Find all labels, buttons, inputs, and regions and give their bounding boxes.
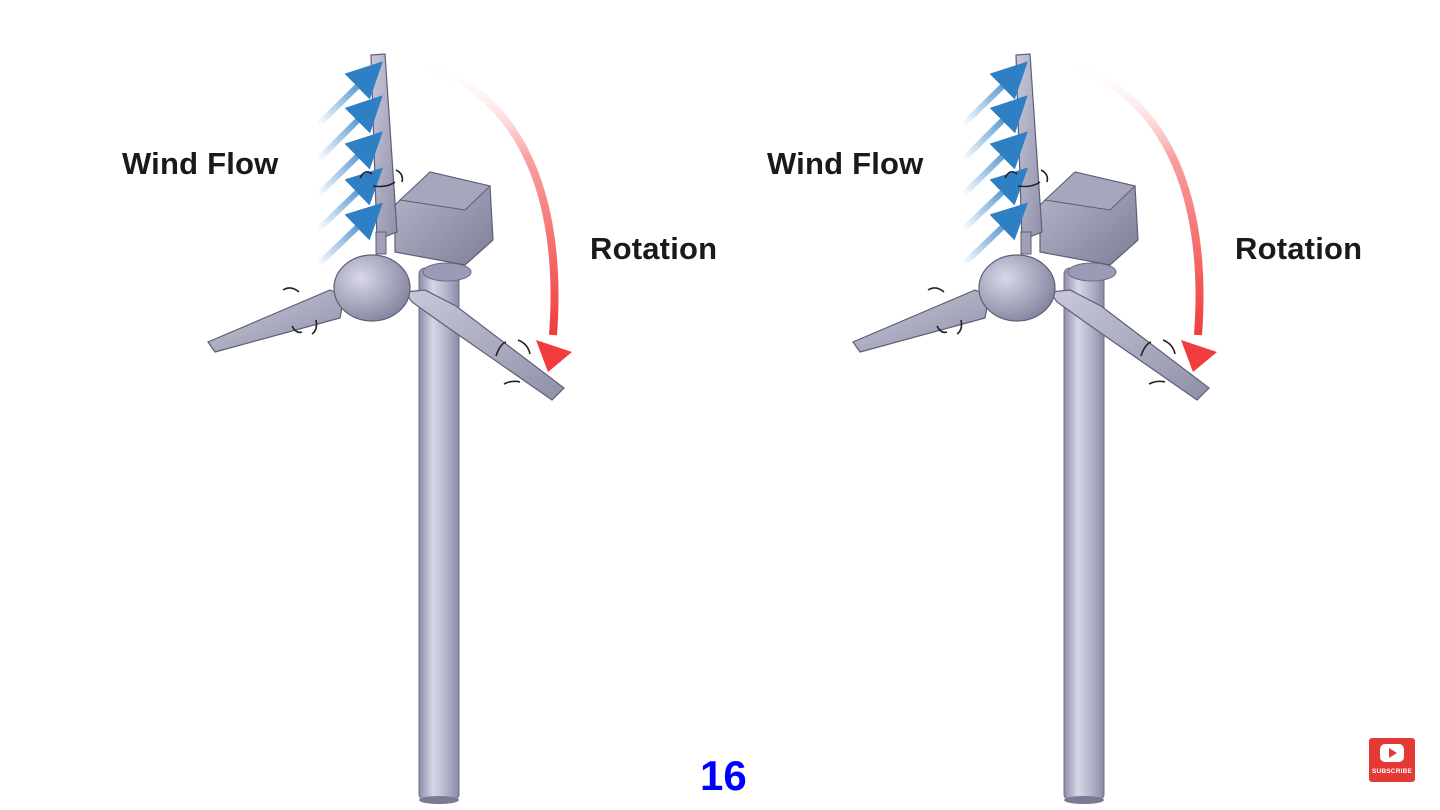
blade-right	[1048, 289, 1210, 401]
nacelle	[1039, 171, 1139, 266]
subscribe-badge[interactable]: SUBSCRIBE	[1369, 738, 1415, 782]
turbine-diagram-right: Wind Flow Rotation	[645, 0, 1365, 810]
turbine-illustration	[852, 53, 1217, 804]
hub	[978, 254, 1056, 322]
rotation-arrow	[409, 58, 559, 336]
wind-arrows	[315, 61, 383, 268]
page-number: 16	[700, 752, 747, 799]
blade-left	[207, 289, 345, 353]
wind-flow-label: Wind Flow	[122, 146, 279, 181]
turbine-diagram-left: Wind Flow Rotation	[122, 53, 718, 804]
wind-arrows	[960, 61, 1028, 268]
rotation-label: Rotation	[590, 231, 718, 266]
blade-top	[1015, 53, 1043, 241]
blade-left	[852, 289, 990, 353]
rotation-label: Rotation	[1235, 231, 1363, 266]
wind-flow-label: Wind Flow	[767, 146, 924, 181]
hub	[333, 254, 411, 322]
tower	[1063, 267, 1105, 801]
pitch-arrows	[282, 169, 531, 385]
pitch-arrows	[927, 169, 1176, 385]
play-icon	[1380, 744, 1404, 762]
tower	[418, 267, 460, 801]
turbine-illustration	[207, 53, 572, 804]
nacelle	[394, 171, 494, 266]
blade-right	[403, 289, 565, 401]
blade-top	[370, 53, 398, 241]
rotation-arrow	[1054, 58, 1204, 336]
subscribe-label: SUBSCRIBE	[1371, 768, 1413, 775]
